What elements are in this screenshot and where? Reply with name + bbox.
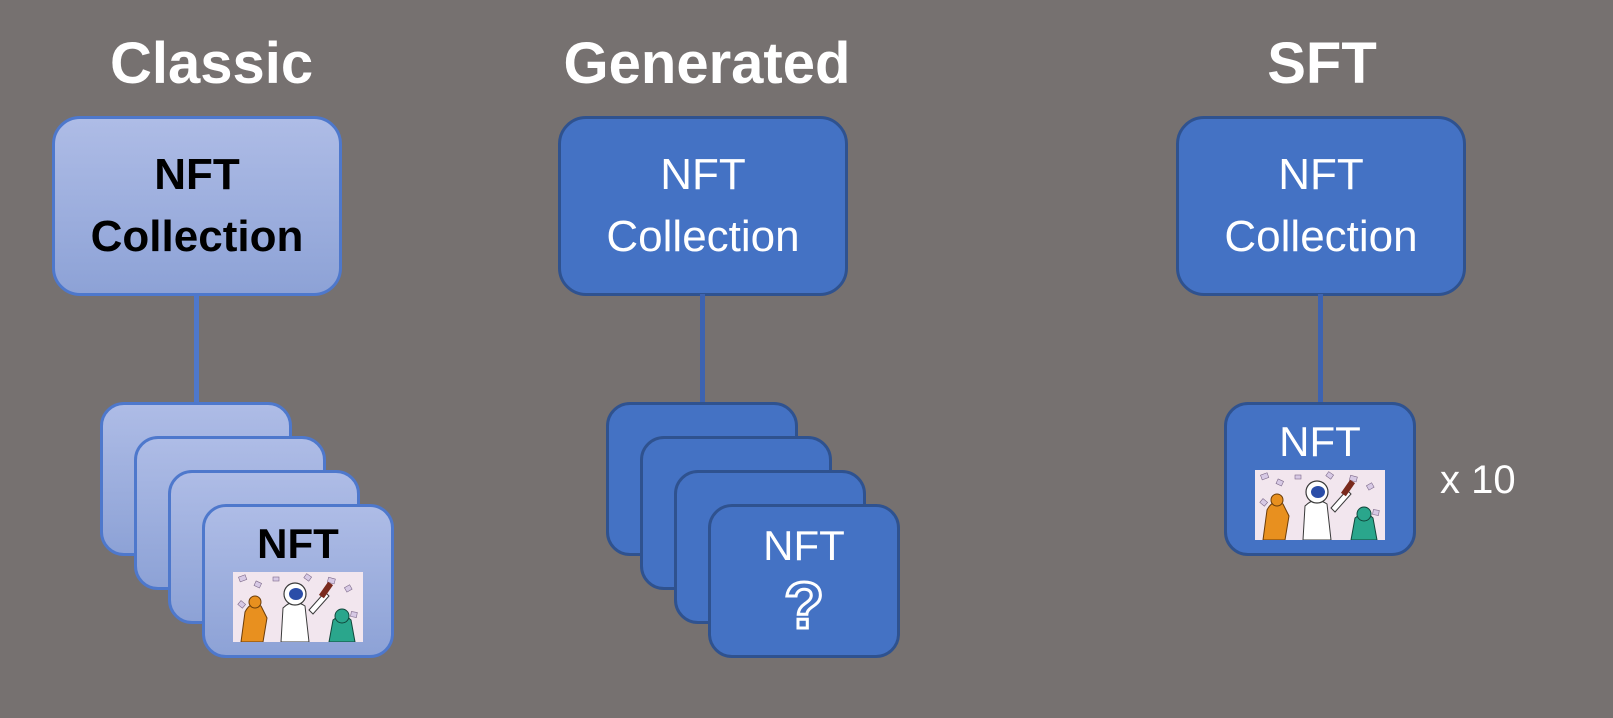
generated-collection-line-2: Collection [606,212,800,261]
nft-artwork-image [1255,470,1385,540]
classic-collection-line-2: Collection [90,212,304,261]
generated-card-label: NFT [763,522,845,569]
generated-card-front: NFT ? [708,504,900,658]
sft-multiplier: x 10 [1440,458,1516,502]
generated-collection-node: NFT Collection [558,116,848,296]
generated-collection-line-1: NFT [660,150,746,199]
classic-card-label: NFT [257,520,339,567]
generated-title: Generated [563,31,851,96]
nft-artwork-image [233,572,363,642]
generated-connector [700,294,705,402]
classic-collection-node: NFT Collection [52,116,342,296]
classic-connector [194,294,199,402]
sft-collection-line-2: Collection [1224,212,1418,261]
classic-collection-line-1: NFT [154,150,240,199]
classic-title: Classic [110,31,314,96]
question-mark-icon: ? [782,568,825,642]
sft-card-label: NFT [1279,418,1361,465]
sft-collection-line-1: NFT [1278,150,1364,199]
sft-connector [1318,294,1323,402]
classic-card-front: NFT [202,504,394,658]
sft-card: NFT [1224,402,1416,556]
sft-title: SFT [1267,31,1377,96]
sft-collection-node: NFT Collection [1176,116,1466,296]
